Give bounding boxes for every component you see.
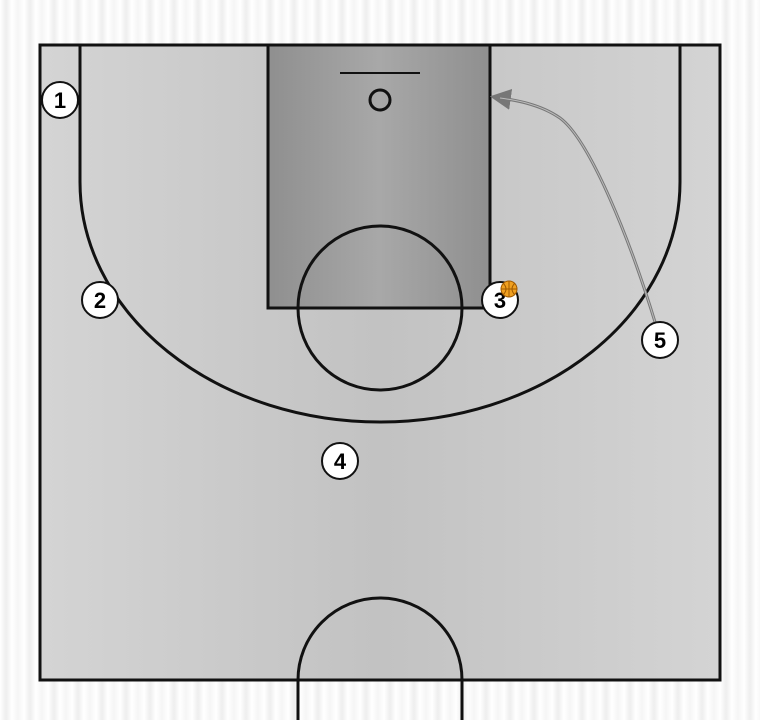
key-paint	[266, 43, 492, 310]
ball-icon	[500, 280, 518, 298]
cut-arrow-highlight	[499, 97, 656, 323]
player-5: 5	[641, 321, 679, 359]
player-1-label: 1	[54, 88, 66, 113]
player-5-label: 5	[654, 328, 666, 353]
center-circle	[296, 596, 464, 720]
player-4: 4	[321, 442, 359, 480]
player-4-label: 4	[334, 449, 347, 474]
player-1: 1	[41, 81, 79, 119]
player-2: 2	[81, 281, 119, 319]
rim	[368, 88, 392, 112]
player-3: 3	[481, 281, 519, 319]
player-2-label: 2	[94, 288, 106, 313]
court-boundary	[38, 43, 722, 682]
free-throw-circle	[296, 224, 464, 392]
